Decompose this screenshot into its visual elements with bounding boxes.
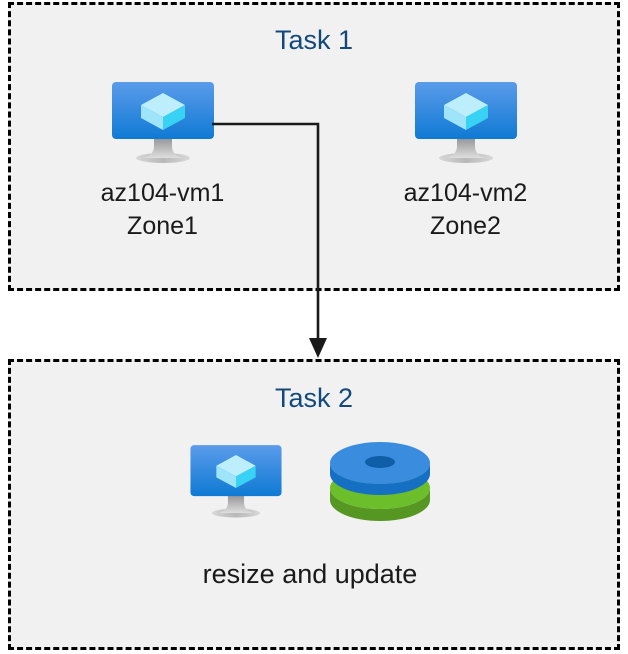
virtual-machine-icon xyxy=(186,440,286,525)
node-label-az104-vm1: az104-vm1 Zone1 xyxy=(100,179,225,240)
task-1-title: Task 1 xyxy=(274,25,354,55)
task-2-icon-row xyxy=(130,440,490,527)
node-az104-vm2: az104-vm2 Zone2 xyxy=(348,78,583,243)
node-resize-and-update: resize and update xyxy=(130,440,490,591)
virtual-machine-icon xyxy=(107,78,219,169)
task-2-title: Task 2 xyxy=(274,383,354,413)
node-label-az104-vm2: az104-vm2 Zone2 xyxy=(403,179,528,240)
disks-icon xyxy=(326,440,434,527)
node-label-resize-and-update: resize and update xyxy=(202,559,418,589)
virtual-machine-icon xyxy=(410,78,522,169)
task-2-container xyxy=(8,359,620,650)
node-az104-vm1: az104-vm1 Zone1 xyxy=(45,78,280,243)
arrowhead-icon xyxy=(309,338,327,358)
